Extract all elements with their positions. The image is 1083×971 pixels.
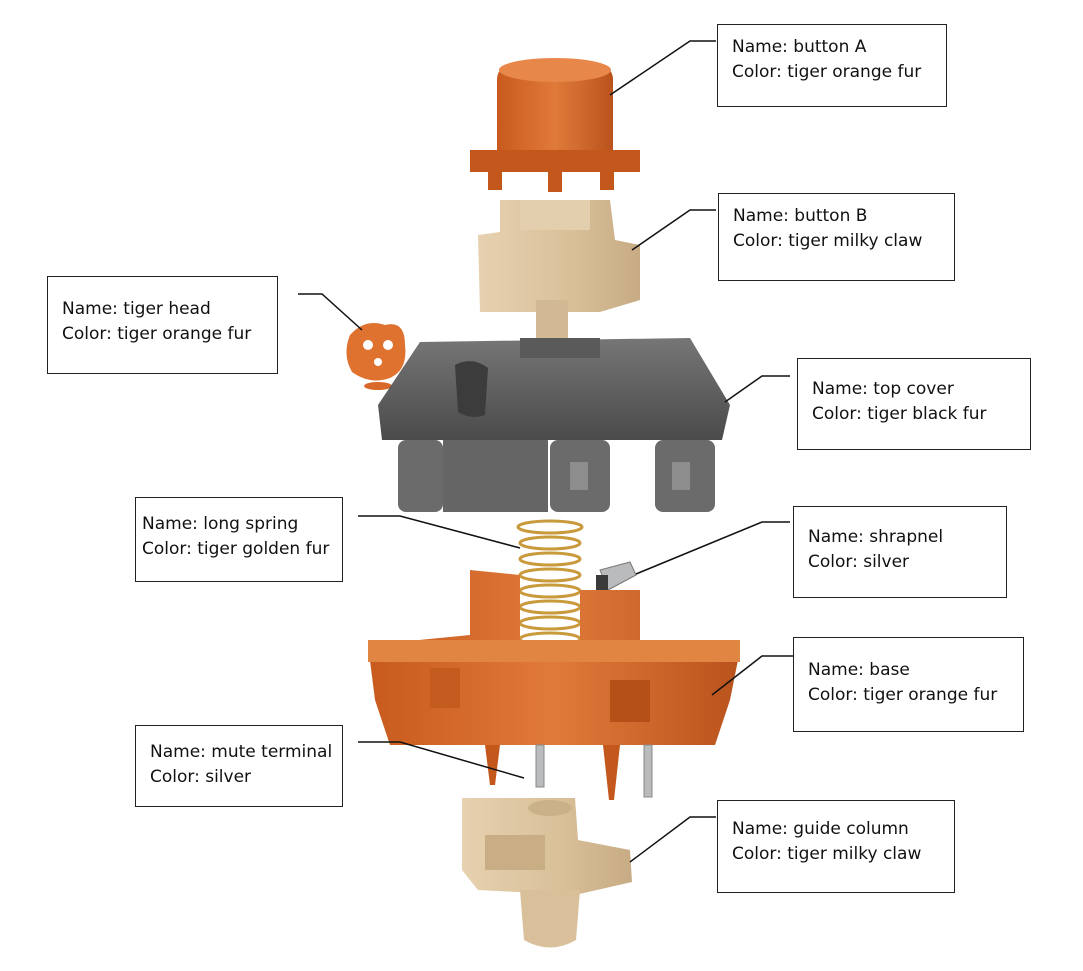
label-long-spring-name: Name: long spring: [142, 514, 299, 534]
label-base: Name: base Color: tiger orange fur: [793, 637, 1024, 732]
label-button-b-name: Name: button B: [733, 206, 868, 226]
long-spring-part: [516, 519, 584, 647]
label-top-cover: Name: top cover Color: tiger black fur: [797, 358, 1031, 450]
leader-long-spring: [358, 515, 521, 549]
label-tiger-head-color: Color: tiger orange fur: [62, 324, 252, 344]
label-shrapnel-name: Name: shrapnel: [808, 527, 944, 547]
label-tiger-head-name: Name: tiger head: [62, 299, 211, 319]
label-guide-column: Name: guide column Color: tiger milky cl…: [717, 800, 955, 893]
leader-button-a: [609, 40, 716, 96]
label-button-a-color: Color: tiger orange fur: [732, 62, 922, 82]
button-a-part: [470, 58, 640, 192]
leader-shrapnel: [635, 521, 790, 575]
label-button-b: Name: button B Color: tiger milky claw: [718, 193, 955, 281]
guide-column-part: [462, 798, 632, 948]
mute-terminal-part: [535, 744, 653, 798]
label-mute-terminal: Name: mute terminal Color: silver: [135, 725, 343, 807]
leader-tiger-head: [298, 293, 363, 331]
label-button-a: Name: button A Color: tiger orange fur: [717, 24, 947, 107]
label-tiger-head: Name: tiger head Color: tiger orange fur: [47, 276, 278, 374]
base-part: [368, 570, 740, 800]
leader-base: [711, 655, 794, 696]
leader-button-b: [631, 209, 716, 251]
label-long-spring-color: Color: tiger golden fur: [142, 539, 330, 559]
label-top-cover-color: Color: tiger black fur: [812, 404, 987, 424]
label-mute-terminal-name: Name: mute terminal: [150, 742, 333, 762]
button-b-part: [478, 200, 640, 355]
top-cover-part: [378, 338, 730, 512]
label-shrapnel-color: Color: silver: [808, 552, 910, 572]
label-button-a-name: Name: button A: [732, 37, 867, 57]
label-base-color: Color: tiger orange fur: [808, 685, 998, 705]
label-base-name: Name: base: [808, 660, 910, 680]
label-top-cover-name: Name: top cover: [812, 379, 954, 399]
leader-guide-column: [629, 816, 716, 863]
leader-top-cover: [724, 375, 790, 403]
label-long-spring: Name: long spring Color: tiger golden fu…: [135, 497, 343, 582]
label-shrapnel: Name: shrapnel Color: silver: [793, 506, 1007, 598]
label-guide-column-color: Color: tiger milky claw: [732, 844, 922, 864]
label-mute-terminal-color: Color: silver: [150, 767, 252, 787]
tiger-head-part: [346, 322, 406, 390]
leader-lines: [298, 40, 794, 863]
label-guide-column-name: Name: guide column: [732, 819, 909, 839]
leader-mute-terminal: [358, 741, 525, 779]
label-button-b-color: Color: tiger milky claw: [733, 231, 923, 251]
